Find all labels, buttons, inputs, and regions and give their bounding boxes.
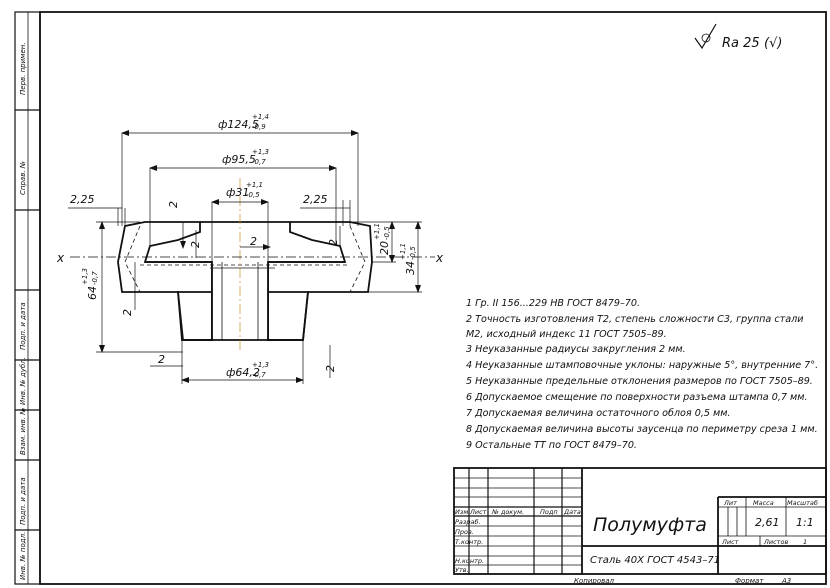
tb-massa: Масса (753, 499, 774, 507)
dim-two-f: 2 (158, 353, 165, 366)
tb-kopiroval: Копировал (574, 577, 615, 585)
tb-listov-val: 1 (803, 538, 807, 546)
tb-list: Лист (721, 538, 739, 546)
tb-row-razrab: Разраб. (455, 518, 481, 526)
dim-two-d: 2 (327, 239, 340, 246)
part-section: x x (56, 178, 444, 350)
dim-d-mid-tol-up: +1,3 (252, 148, 269, 156)
title-block: Изм Лист № докум. Подп Дата Разраб. Пров… (453, 467, 827, 585)
note-4: 4 Неуказанные штамповочные уклоны: наруж… (466, 360, 818, 371)
tb-row-utv: Утв. (455, 566, 469, 574)
dim-two-c: 2 (250, 235, 257, 248)
dim-h-right-tol-lo: -0,5 (409, 246, 417, 260)
dim-d-bore: ф31 (226, 186, 249, 199)
stamp-podp-data-2: Подп. и дата (19, 477, 27, 525)
dim-two-a: 2 (167, 201, 180, 208)
dim-d-outer: ф124,5 (218, 118, 259, 131)
stamp-perv-primen: Перв. примен. (19, 42, 27, 95)
tb-format-val: А3 (781, 577, 791, 585)
tb-col-izm: Изм (455, 508, 468, 516)
dim-two-g: 2 (324, 365, 337, 372)
tb-masshtab-val: 1:1 (796, 516, 814, 529)
dim-h-flange: 20 (378, 241, 391, 255)
dim-d-outer-tol-up: +1,4 (252, 113, 269, 121)
stamp-inv-podl: Инв. № подл. (19, 532, 27, 580)
stamp-vzam-inv: Взам. инв. № (19, 407, 27, 455)
technical-notes: 1 Гр. II 156...229 НВ ГОСТ 8479–70. 2 То… (466, 298, 818, 451)
tb-material: Сталь 40Х ГОСТ 4543–71 (590, 555, 720, 566)
dim-h-right: 34 (404, 261, 417, 275)
dim-h-total-tol-up: +1,3 (81, 268, 89, 285)
dim-h-total: 64 (86, 286, 99, 300)
dim-left-225: 2,25 (70, 193, 95, 206)
dim-h-flange-tol-lo: -0,5 (383, 226, 391, 240)
dim-h-right-tol-up: +1,1 (399, 243, 407, 260)
dim-d-bore-tol-up: +1,1 (246, 181, 263, 189)
tb-col-podp: Подп (540, 508, 558, 516)
stamp-sprav-no: Справ. № (19, 161, 27, 195)
x-marker-left: x (56, 251, 65, 265)
tb-part-name: Полумуфта (593, 514, 707, 536)
section-hatch-right (267, 221, 373, 341)
tb-row-tkontr: Т.контр. (455, 538, 483, 546)
section-hatch-right-hub (267, 291, 309, 341)
note-3: 3 Неуказанные радиусы закругления 2 мм. (466, 344, 686, 355)
tb-col-list: Лист (469, 508, 487, 516)
tb-lit: Лит (723, 499, 737, 507)
section-hatch-left (117, 221, 213, 341)
dim-d-hub-tol-up: +1,3 (252, 361, 269, 369)
tb-row-prov: Пров. (455, 528, 474, 536)
tb-massa-val: 2,61 (755, 516, 780, 529)
stamp-podp-data-1: Подп. и дата (19, 302, 27, 350)
note-5: 5 Неуказанные предельные отклонения разм… (466, 376, 813, 387)
tb-col-ndoc: № докум. (491, 508, 524, 516)
dim-d-hub: ф64,2 (226, 366, 260, 379)
note-2-cont: М2, исходный индекс 11 ГОСТ 7505–89. (466, 329, 667, 340)
tb-format: Формат (735, 577, 764, 585)
side-stamp-column: Перв. примен. Справ. № Подп. и дата Инв.… (14, 11, 41, 585)
stamp-inv-dubl: Инв. № дубл. (19, 357, 27, 405)
section-hatch-left-hub (177, 291, 213, 341)
note-7: 7 Допускаемая величина остаточного облоя… (466, 407, 731, 419)
dim-d-hub-tol-lo: -0,7 (252, 371, 266, 379)
note-1: 1 Гр. II 156...229 НВ ГОСТ 8479–70. (466, 298, 640, 309)
roughness-suffix: (√) (764, 36, 782, 51)
sheet-frame (39, 11, 827, 585)
x-marker-right: x (435, 251, 444, 265)
note-2: 2 Точность изготовления Т2, степень слож… (466, 314, 803, 325)
tb-listov: Листов (763, 538, 788, 546)
dim-two-e: 2 (121, 309, 134, 316)
dimensions: ф124,5 +1,4 -0,9 ф95,5 +1,3 -0,7 ф31 +1,… (68, 113, 422, 384)
note-6: 6 Допускаемое смещение по поверхности ра… (466, 392, 808, 403)
note-8: 8 Допускаемая величина высоты заусенца п… (466, 424, 818, 435)
dim-right-225: 2,25 (303, 193, 328, 206)
dim-h-flange-tol-up: +1,1 (373, 223, 381, 240)
note-9: 9 Остальные ТТ по ГОСТ 8479–70. (466, 440, 637, 451)
dim-d-mid: ф95,5 (222, 153, 256, 166)
dim-h-total-tol-lo: -0,7 (91, 271, 99, 285)
dim-d-bore-tol-lo: -0,5 (246, 191, 260, 199)
roughness-value: Ra 25 (722, 36, 760, 51)
tb-col-data: Дата (563, 508, 581, 516)
tb-row-nkontr: Н.контр. (455, 557, 484, 565)
dim-two-b: 2 (189, 241, 202, 248)
dim-d-mid-tol-lo: -0,7 (252, 158, 266, 166)
tb-masshtab: Масштаб (787, 499, 818, 507)
dim-d-outer-tol-lo: -0,9 (252, 123, 266, 131)
roughness-symbol: Ra 25 (√) (694, 23, 782, 51)
